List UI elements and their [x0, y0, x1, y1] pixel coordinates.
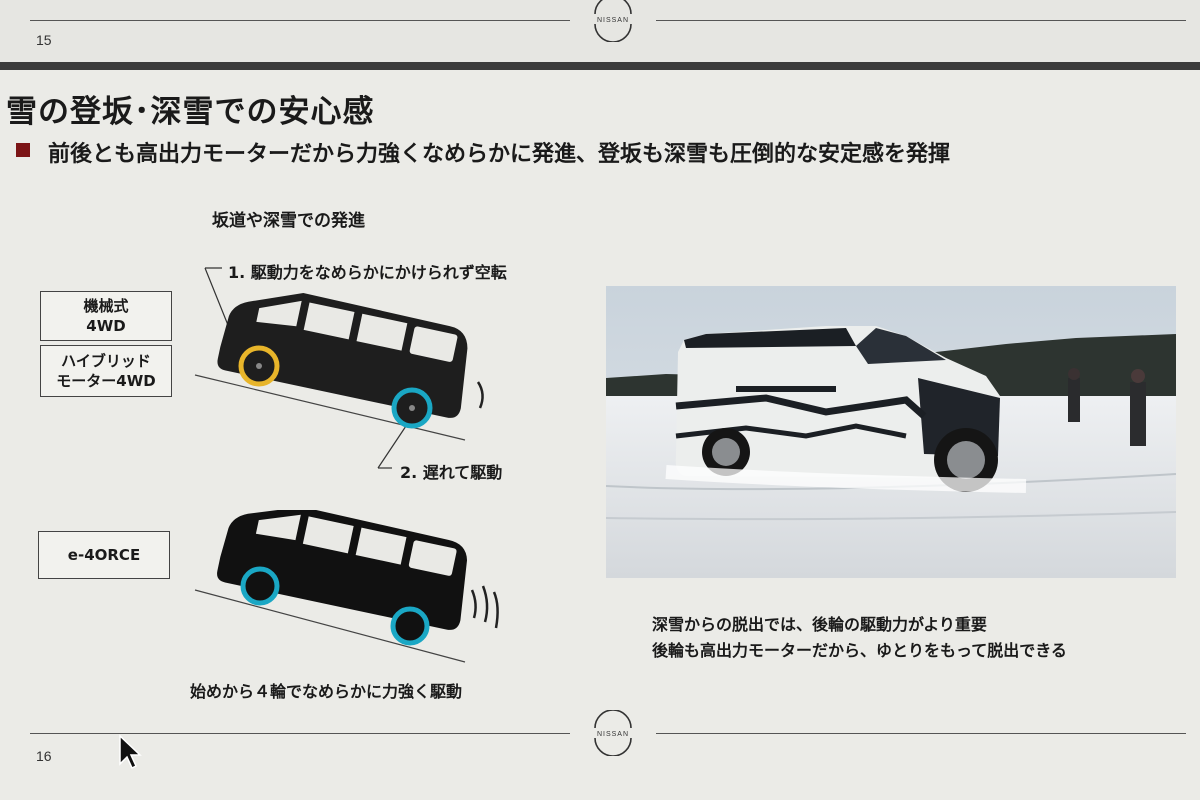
bullet-square: [16, 143, 30, 157]
van-slipping-illustration: [194, 292, 484, 441]
e4orce-label: e-4ORCE: [67, 546, 141, 564]
slide-title: 雪の登坂･深雪での安心感: [6, 94, 375, 130]
section-heading: 坂道や深雪での発進: [212, 211, 365, 231]
bottom-caption: 始めから４輪でなめらかに力強く駆動: [190, 682, 463, 701]
page-number: 16: [36, 748, 52, 764]
hybrid-4wd-box: ハイブリッドモーター4WD: [40, 345, 172, 397]
footer-rule-right: [656, 733, 1186, 734]
logo-text: NISSAN: [597, 17, 629, 24]
slide-subtitle: 前後とも高出力モーターだから力強くなめらかに発進、登坂も深雪も圧倒的な安定感を発…: [48, 142, 951, 167]
previous-slide-strip: 15: [0, 0, 1200, 62]
slope-line: [194, 374, 466, 441]
test-vehicle-snow-photo: [606, 286, 1176, 578]
front-wheel-teal: [240, 566, 280, 606]
nissan-logo-icon: NISSAN: [594, 710, 632, 756]
rear-wheel-teal-2: [390, 606, 430, 646]
prev-page-number: 15: [36, 32, 52, 48]
footer-rule-left: [30, 733, 570, 734]
nissan-logo-icon: NISSAN: [594, 0, 632, 42]
hybrid-line1: ハイブリッド: [61, 352, 151, 370]
hybrid-line2: モーター4WD: [56, 372, 156, 390]
header-rule-left: [30, 20, 570, 21]
slide-divider: [0, 62, 1200, 70]
mouse-pointer-icon: [119, 734, 142, 770]
photo-caption-2: 後輪も高出力モーターだから、ゆとりをもって脱出できる: [652, 641, 1067, 660]
logo-text-footer: NISSAN: [597, 731, 629, 738]
van-e4orce-illustration: [194, 510, 499, 663]
e4orce-box: e-4ORCE: [38, 531, 170, 579]
slope-line-2: [194, 589, 466, 663]
motion-mark: [476, 381, 484, 409]
header-rule-right: [656, 20, 1186, 21]
photo-caption-1: 深雪からの脱出では、後輪の駆動力がより重要: [652, 615, 987, 634]
step2-label: 2. 遅れて駆動: [400, 463, 503, 482]
mech-line1: 機械式: [83, 297, 129, 315]
step1-label: 1. 駆動力をなめらかにかけられず空転: [228, 263, 507, 282]
mech-line2: 4WD: [86, 317, 126, 335]
mechanical-4wd-box: 機械式 4WD: [40, 291, 172, 341]
